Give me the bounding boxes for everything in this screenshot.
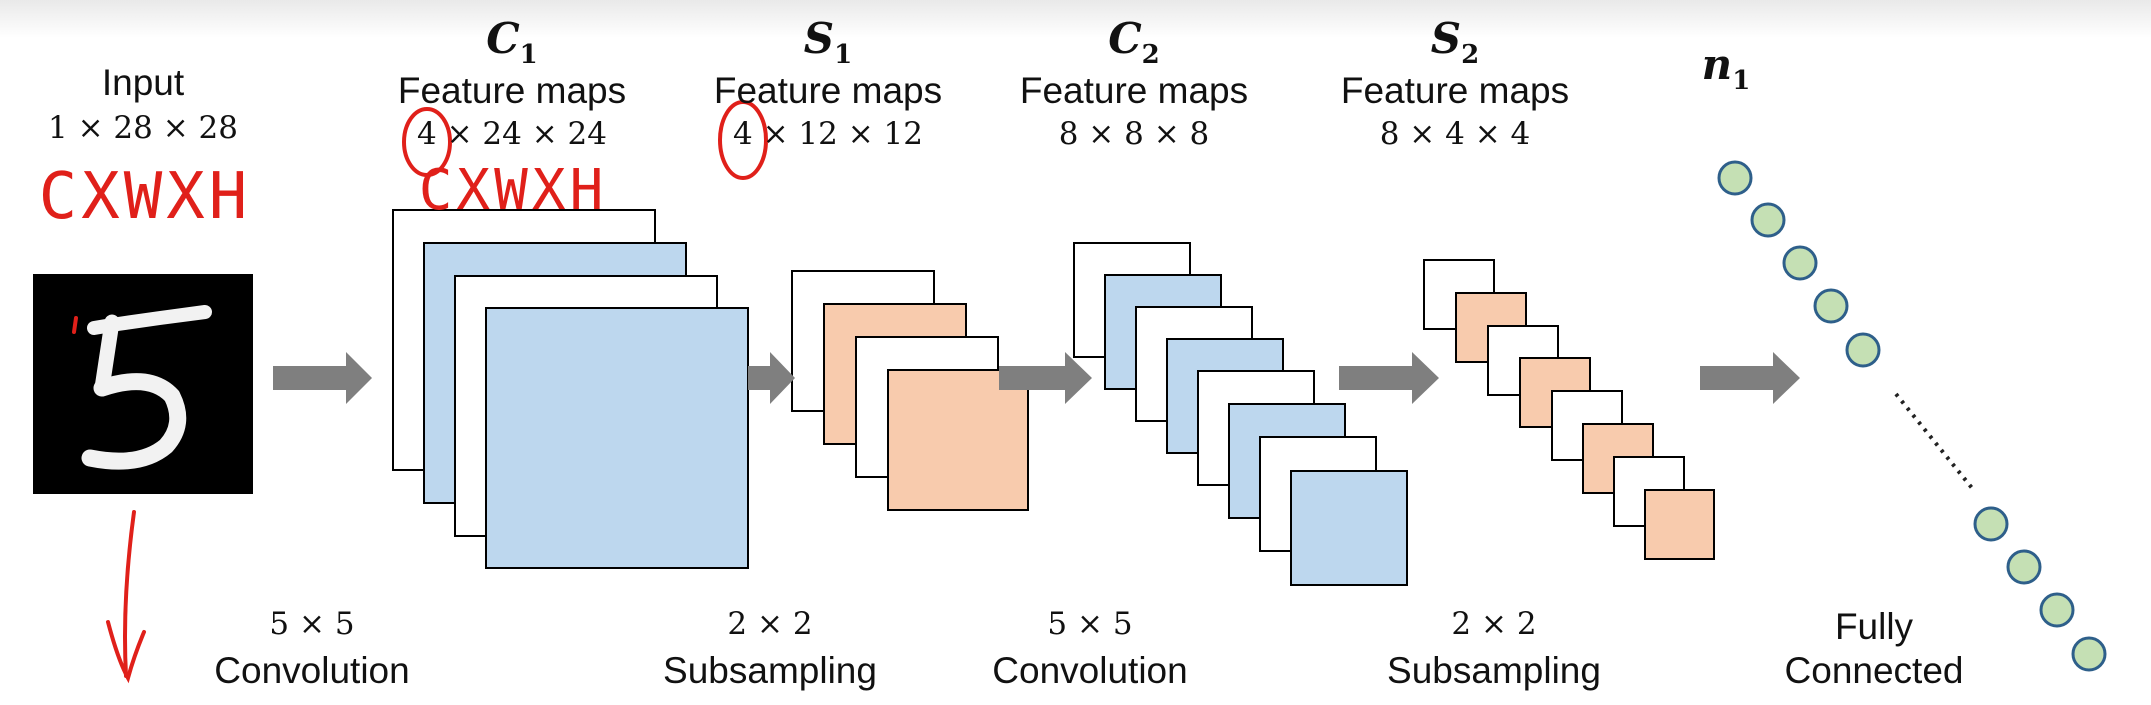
input-handwritten-annotation: CXWXH [38,160,252,234]
c2-symbol: C2 [1108,14,1160,70]
red-ink-annotations [72,100,768,684]
sub1-name: Subsampling [663,650,877,691]
c1-symbol: C1 [486,14,538,70]
s2-dims: 8 × 4 × 4 [1379,116,1531,152]
n1-symbol: n1 [1701,40,1751,96]
ellipsis-dots [1894,392,1974,490]
fc-nodes [1717,160,2107,672]
sub1-size: 2 × 2 [727,606,813,642]
fc-label-line1: Fully [1834,606,1914,647]
circle-annotation [402,107,452,177]
fc-label-line2: Connected [1784,650,1964,691]
c1-label: Feature maps [397,70,627,111]
arrow-right-icon [1700,352,1800,404]
fc-node [1750,202,1786,238]
c2-label: Feature maps [1019,70,1249,111]
s1-dims: 4 × 12 × 12 [733,116,923,152]
c2-map [1290,470,1408,586]
s1-map [887,369,1029,511]
conv2-size: 5 × 5 [1047,606,1133,642]
s2-feature-map-stack [1423,259,1715,560]
down-arrow-annotation [106,620,146,684]
s2-map [1644,489,1715,560]
fc-node [2006,549,2042,585]
input-dims: 1 × 28 × 28 [48,110,238,146]
fc-node [2039,592,2075,628]
sub2-name: Subsampling [1387,650,1601,691]
c1-handwritten-annotation: CXWXH [418,158,608,223]
c1-feature-map-stack [392,209,749,569]
fc-node [1782,245,1818,281]
s1-feature-map-stack [791,270,1029,511]
s2-label: Feature maps [1340,70,1570,111]
s2-symbol: S2 [1430,14,1480,70]
top-shade [0,0,2151,38]
sub2-size: 2 × 2 [1451,606,1537,642]
arrow-right-icon [273,352,372,404]
input-image [33,274,253,494]
s1-symbol: S1 [803,14,853,70]
c2-feature-map-stack [1073,242,1408,586]
fc-node [1813,288,1849,324]
arrow-right-icon [1339,352,1439,404]
digit-five-glyph [81,305,212,470]
c2-dims: 8 × 8 × 8 [1058,116,1210,152]
tick-mark [72,316,78,334]
conv1-name: Convolution [214,650,410,691]
fc-node [1845,332,1881,368]
arrow-right-icon [748,352,795,404]
fc-node [1973,506,2009,542]
c1-dims: 4 × 24 × 24 [417,116,607,152]
down-arrow-annotation [123,510,136,678]
input-title: Input [101,62,185,103]
s1-label: Feature maps [713,70,943,111]
fc-node [1717,160,1753,196]
conv2-name: Convolution [992,650,1188,691]
circle-annotation [718,100,768,180]
flow-arrows [273,352,1800,404]
arrow-right-icon [999,352,1092,404]
c1-map [485,307,749,569]
fc-node [2071,636,2107,672]
conv1-size: 5 × 5 [269,606,355,642]
